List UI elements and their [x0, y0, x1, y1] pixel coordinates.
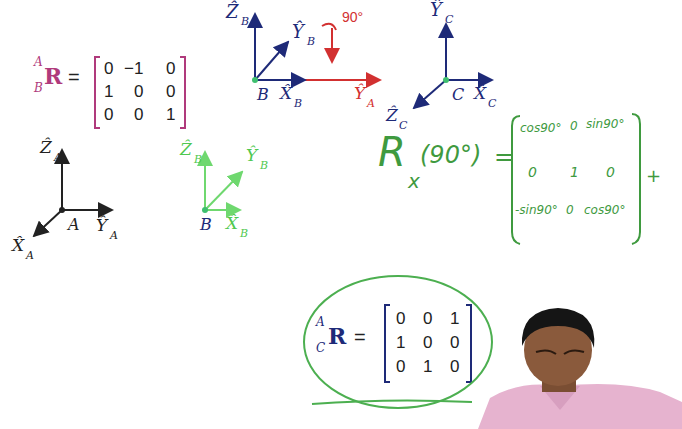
- frame-c-axes: [414, 24, 492, 108]
- axis-subscript: B: [307, 36, 315, 48]
- axis-label: Ẑ: [386, 106, 398, 125]
- superscript: A: [34, 56, 43, 69]
- matrix-symbol: R: [328, 324, 346, 348]
- axis-label: Ŷ: [96, 216, 107, 235]
- handwritten-bracket: [512, 114, 640, 244]
- matrix-bracket: [95, 57, 185, 128]
- handwritten-entry: 0: [528, 165, 537, 180]
- matrix-entry: 0: [134, 83, 143, 102]
- equals-sign: =: [354, 326, 366, 348]
- superscript: A: [316, 316, 325, 329]
- matrix-entry: 1: [423, 358, 432, 377]
- origin-label: B: [257, 86, 269, 104]
- angle-label: 90°: [342, 10, 363, 25]
- axis-label: Ŷ: [292, 22, 304, 42]
- matrix-entry: 0: [450, 358, 459, 377]
- axis-subscript: A: [367, 98, 375, 110]
- axis-subscript: B: [260, 160, 268, 172]
- handwritten-entry: -sin90°: [515, 204, 558, 217]
- axis-subscript: B: [294, 98, 302, 110]
- axis-subscript: B: [241, 16, 249, 28]
- handwritten-entry: 0: [566, 204, 574, 217]
- matrix-entry: 0: [396, 310, 405, 329]
- handwritten-entry: cos90°: [520, 122, 561, 135]
- subscript: C: [316, 342, 325, 355]
- underline: [312, 400, 472, 404]
- matrix-entry: 0: [450, 334, 459, 353]
- matrix-entry: 1: [396, 334, 405, 353]
- handwritten-subscript: x: [408, 170, 420, 192]
- axis-label: Ẑ: [226, 2, 239, 22]
- handwritten-argument: (90°): [420, 142, 481, 168]
- presenter-figure: [478, 308, 682, 429]
- axis-label: Ŷ: [246, 146, 257, 165]
- handwritten-symbol: R: [378, 130, 406, 174]
- axis-subscript: C: [445, 14, 453, 26]
- origin-label: B: [200, 216, 212, 234]
- matrix-entry: 1: [104, 83, 113, 102]
- axis-subscript: B: [240, 228, 248, 240]
- handwritten-entry: cos90°: [584, 204, 625, 217]
- axis-label: X̂: [226, 214, 238, 233]
- matrix-symbol: R: [44, 64, 62, 88]
- matrix-entry: 0: [166, 60, 175, 79]
- frame-b-green-axes: [205, 152, 242, 210]
- axis-subscript: A: [110, 230, 118, 242]
- origin-label: A: [68, 216, 80, 234]
- matrix-entry: 0: [166, 83, 175, 102]
- frame-a-axes: [34, 150, 112, 236]
- matrix-entry: 0: [423, 334, 432, 353]
- axis-label: X̂: [474, 84, 486, 103]
- origin-label: C: [452, 86, 464, 104]
- handwritten-entry: 1: [570, 165, 579, 180]
- axis-label: Ŷ: [430, 0, 442, 20]
- handwritten-entry: 0: [570, 120, 578, 133]
- axis-subscript: A: [26, 250, 34, 262]
- axis-subscript: B: [194, 154, 202, 166]
- axis-subscript: A: [54, 152, 62, 164]
- axis-label: X̂: [12, 236, 24, 255]
- matrix-entry: −1: [124, 60, 143, 79]
- matrix-entry: 1: [166, 106, 175, 125]
- handwritten-entry: 0: [606, 165, 615, 180]
- matrix-entry: 1: [450, 310, 459, 329]
- matrix-entry: 0: [396, 358, 405, 377]
- subscript: B: [34, 82, 43, 95]
- handwritten-entry: sin90°: [586, 118, 624, 131]
- axis-label: Ŷ: [354, 84, 365, 103]
- handwritten-equals: =: [494, 144, 514, 170]
- matrix-entry: 0: [104, 60, 113, 79]
- matrix-entry: 0: [104, 106, 113, 125]
- axis-label: X̂: [280, 84, 292, 103]
- highlight-circle: [304, 276, 492, 408]
- handwritten-plus: +: [646, 166, 661, 186]
- axis-label: Ẑ: [40, 138, 52, 157]
- matrix-entry: 0: [423, 310, 432, 329]
- axis-label: Ẑ: [180, 140, 192, 159]
- matrix-entry: 0: [134, 106, 143, 125]
- equals-sign: =: [68, 66, 80, 88]
- matrix-bracket: [385, 305, 471, 382]
- axis-subscript: C: [488, 98, 496, 110]
